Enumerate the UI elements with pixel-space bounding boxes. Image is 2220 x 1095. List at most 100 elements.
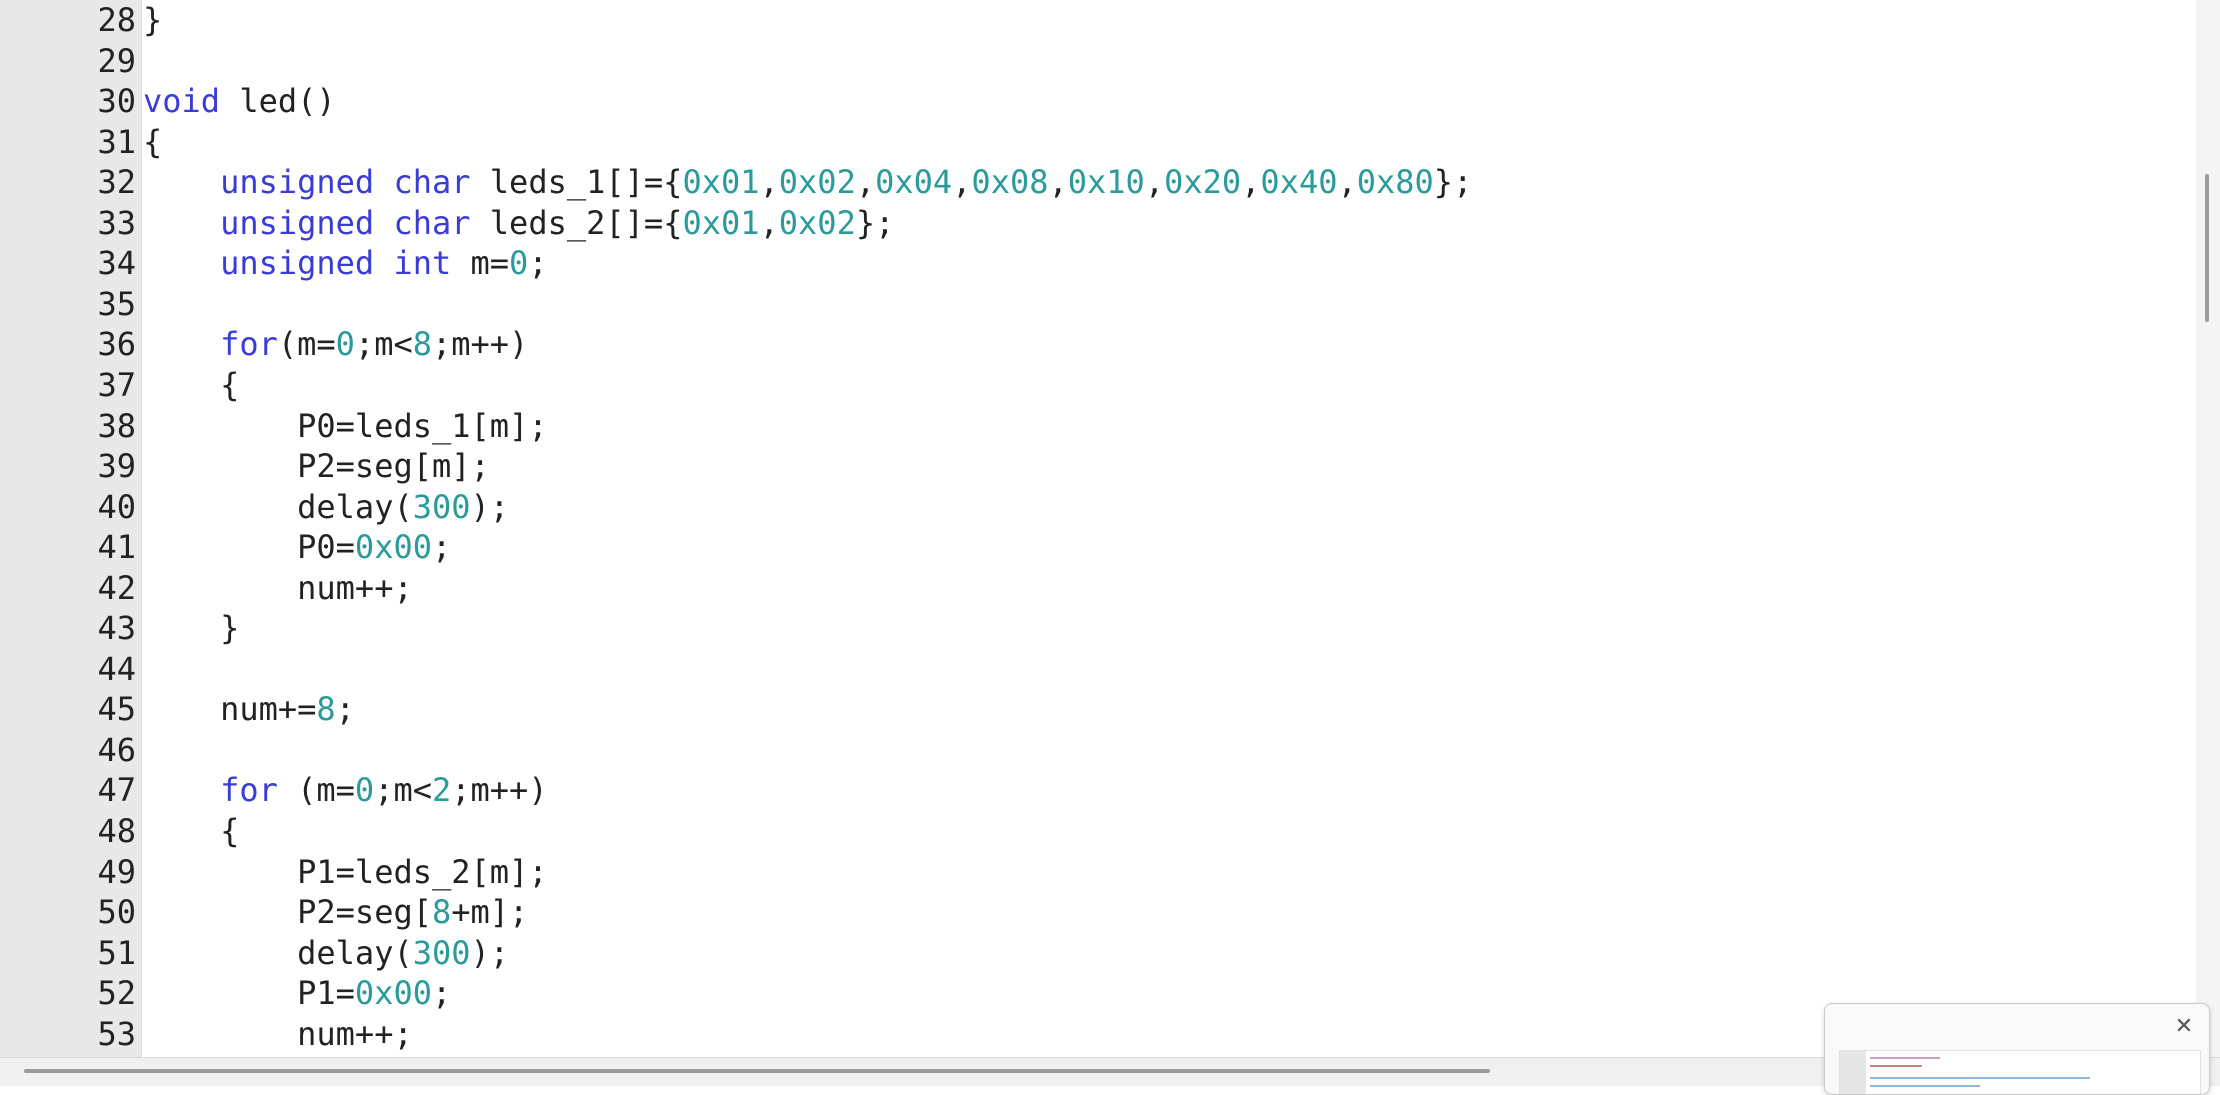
code-line[interactable]: 35 — [0, 284, 2190, 324]
code-keyword: int — [393, 244, 452, 283]
code-line[interactable]: 36 for(m=0;m<8;m++) — [0, 324, 2190, 364]
code-token: leds_2[]={ — [470, 203, 683, 242]
code-text[interactable]: { — [143, 365, 239, 405]
code-token: , — [855, 163, 876, 202]
line-number: 37 — [97, 365, 136, 404]
code-line[interactable]: 46 — [0, 730, 2190, 770]
code-line[interactable]: 38 P0=leds_1[m]; — [0, 406, 2190, 446]
line-number-gutter — [0, 0, 142, 1057]
code-keyword: char — [393, 203, 471, 242]
code-token: (m= — [277, 771, 355, 810]
code-text[interactable]: num++; — [143, 1014, 413, 1054]
code-text[interactable]: unsigned char leds_2[]={0x01,0x02}; — [143, 203, 894, 243]
code-line[interactable]: 47 for (m=0;m<2;m++) — [0, 770, 2190, 810]
line-number: 48 — [97, 812, 136, 850]
code-line[interactable]: 32 unsigned char leds_1[]={0x01,0x02,0x0… — [0, 162, 2190, 202]
horizontal-scrollbar-thumb[interactable] — [24, 1069, 1490, 1073]
code-number: 0x01 — [682, 203, 760, 242]
code-line[interactable]: 37 { — [0, 365, 2190, 405]
code-text[interactable]: unsigned char leds_1[]={0x01,0x02,0x04,0… — [143, 162, 1472, 202]
code-token: P2=seg[ — [143, 893, 432, 932]
code-text[interactable]: P1=leds_2[m]; — [143, 852, 548, 892]
code-number: 0x20 — [1164, 163, 1242, 202]
line-number: 35 — [97, 284, 136, 323]
code-text[interactable]: { — [143, 811, 239, 851]
close-icon[interactable]: ✕ — [2174, 1014, 2194, 1039]
code-number: 2 — [431, 771, 452, 810]
line-number: 53 — [97, 1014, 136, 1053]
code-line[interactable]: 53 num++; — [0, 1014, 2190, 1054]
code-line[interactable]: 41 P0=0x00; — [0, 527, 2190, 567]
code-token: P1=leds_2[m]; — [143, 852, 548, 891]
code-text[interactable]: delay(300); — [143, 933, 509, 973]
code-token — [143, 163, 220, 201]
code-text[interactable]: for(m=0;m<8;m++) — [143, 324, 528, 364]
code-text[interactable]: for (m=0;m<2;m++) — [143, 770, 548, 810]
code-token: (m= — [277, 325, 336, 364]
code-line[interactable]: 31{ — [0, 122, 2190, 162]
code-text[interactable]: num+=8; — [143, 689, 355, 729]
code-line[interactable]: 45 num+=8; — [0, 689, 2190, 729]
line-number: 29 — [97, 41, 136, 80]
code-number: 0x01 — [682, 163, 760, 202]
code-text[interactable]: unsigned int m=0; — [143, 243, 548, 283]
code-token: , — [1048, 163, 1068, 202]
line-number: 32 — [97, 163, 136, 202]
code-number: 0 — [335, 325, 355, 364]
vertical-scrollbar-thumb[interactable] — [2205, 174, 2209, 322]
code-line[interactable]: 33 unsigned char leds_2[]={0x01,0x02}; — [0, 203, 2190, 243]
code-line[interactable]: 43 } — [0, 608, 2190, 648]
code-text[interactable]: P2=seg[8+m]; — [143, 892, 528, 932]
code-keyword: char — [393, 163, 471, 202]
code-number: 8 — [431, 893, 452, 932]
code-text[interactable]: void led() — [143, 81, 336, 121]
code-token: ;m< — [374, 771, 432, 810]
code-line[interactable]: 52 P1=0x00; — [0, 973, 2190, 1013]
code-text[interactable]: num++; — [143, 568, 413, 608]
code-text[interactable]: P1=0x00; — [143, 973, 451, 1013]
code-token: ; — [335, 690, 355, 729]
code-token: P0= — [143, 528, 355, 567]
code-text[interactable]: { — [143, 122, 162, 162]
code-line[interactable]: 48 { — [0, 811, 2190, 851]
code-token: { — [143, 122, 163, 161]
code-line[interactable]: 42 num++; — [0, 568, 2190, 608]
line-number: 50 — [97, 893, 136, 932]
code-token: leds_1[]={ — [470, 163, 683, 202]
vertical-scrollbar[interactable] — [2196, 0, 2220, 1057]
code-token: ); — [470, 933, 510, 972]
code-line[interactable]: 44 — [0, 649, 2190, 689]
code-text[interactable]: P0=leds_1[m]; — [143, 406, 547, 446]
code-token — [374, 244, 393, 282]
code-token: ;m< — [354, 325, 413, 364]
code-line[interactable]: 28} — [0, 0, 2190, 40]
code-token: , — [759, 163, 779, 202]
code-keyword: unsigned — [220, 244, 375, 283]
code-line[interactable]: 50 P2=seg[8+m]; — [0, 892, 2190, 932]
code-number: 0x08 — [971, 163, 1049, 202]
code-token: } — [143, 609, 240, 648]
code-line[interactable]: 34 unsigned int m=0; — [0, 243, 2190, 283]
code-token: ; — [431, 974, 452, 1013]
code-line[interactable]: 51 delay(300); — [0, 933, 2190, 973]
code-text[interactable]: } — [143, 0, 162, 40]
code-token: num+= — [143, 690, 317, 729]
line-number: 39 — [97, 447, 136, 486]
code-line[interactable]: 29 — [0, 41, 2190, 81]
thumbnail-preview-popup[interactable]: ✕ — [1824, 1003, 2210, 1095]
code-line[interactable]: 49 P1=leds_2[m]; — [0, 852, 2190, 892]
code-text[interactable]: P0=0x00; — [143, 527, 451, 567]
line-number: 45 — [97, 690, 136, 729]
code-text[interactable]: P2=seg[m]; — [143, 446, 490, 486]
code-text[interactable]: delay(300); — [143, 487, 509, 527]
code-line[interactable]: 39 P2=seg[m]; — [0, 446, 2190, 486]
code-line[interactable]: 40 delay(300); — [0, 487, 2190, 527]
code-text[interactable]: } — [143, 608, 239, 648]
thumbnail-gutter — [1840, 1051, 1866, 1094]
line-number: 44 — [97, 649, 136, 688]
code-token: ); — [470, 487, 510, 526]
code-token: P2=seg[m]; — [143, 447, 490, 486]
code-token: ; — [528, 244, 548, 283]
